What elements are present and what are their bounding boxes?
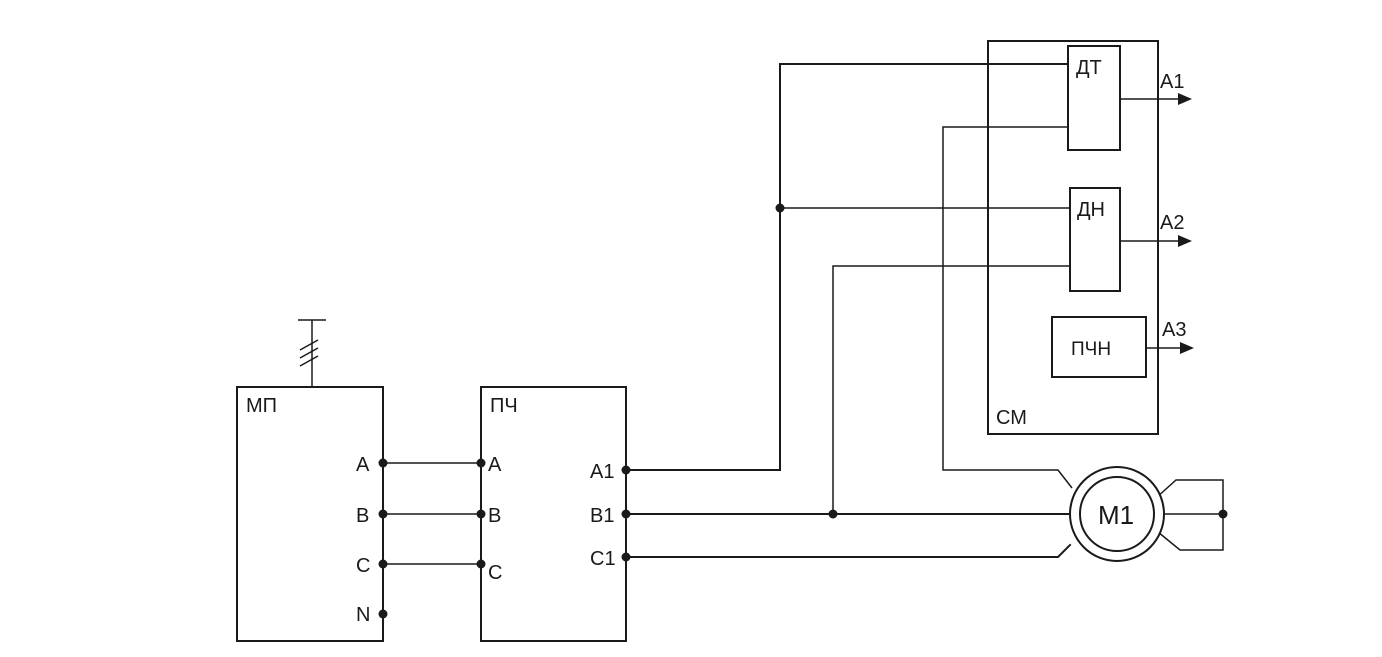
dot-b1-branch — [828, 509, 838, 519]
dot-pch-c1 — [621, 552, 631, 562]
dot-a1-branch — [775, 203, 785, 213]
dot-pch-b1 — [621, 509, 631, 519]
dn-block — [1069, 187, 1121, 292]
mp-terminal-a: A — [356, 454, 370, 476]
pch-output-a1: A1 — [590, 461, 614, 483]
sm-frame — [987, 40, 1159, 435]
motor-outer-circle — [1069, 466, 1165, 562]
motor-inner-circle — [1079, 476, 1155, 552]
dot-mp-b — [378, 509, 388, 519]
wire-c1-to-motor — [625, 543, 1072, 558]
pch-input-b: B — [488, 505, 501, 527]
dt-label: ДТ — [1076, 57, 1102, 79]
pch-output-b1: B1 — [590, 505, 614, 527]
output-arrows — [1178, 93, 1194, 354]
output-a3-label: A3 — [1162, 319, 1186, 341]
dot-pch-c — [476, 559, 486, 569]
mp-label: МП — [246, 395, 277, 417]
pch-block — [480, 386, 627, 642]
sm-label: СМ — [996, 407, 1027, 429]
wire-motor-star-top — [1155, 479, 1224, 551]
output-a1-label: A1 — [1160, 71, 1184, 93]
mp-terminal-n: N — [356, 604, 370, 626]
wire-b1-to-dn — [832, 265, 1070, 514]
pchn-block — [1051, 316, 1147, 378]
arrow-a1 — [1178, 93, 1192, 105]
dot-motor-star — [1218, 509, 1228, 519]
mp-terminal-c: C — [356, 555, 370, 577]
dot-pch-a1 — [621, 465, 631, 475]
motor-label: М1 — [1098, 500, 1134, 530]
arrow-a2 — [1178, 235, 1192, 247]
pch-label: ПЧ — [490, 395, 518, 417]
dot-mp-a — [378, 458, 388, 468]
three-phase-mark — [299, 339, 319, 367]
output-a2-label: A2 — [1160, 212, 1184, 234]
dt-block — [1067, 45, 1121, 151]
dot-pch-b — [476, 509, 486, 519]
junction-dots — [378, 203, 1228, 619]
pch-output-c1: C1 — [590, 548, 616, 570]
wire-dt-sense — [942, 126, 1073, 489]
mp-terminal-b: B — [356, 505, 369, 527]
dn-label: ДН — [1077, 199, 1105, 221]
pchn-label: ПЧН — [1071, 339, 1111, 360]
wire-a1-up — [625, 63, 1069, 471]
pch-input-a: A — [488, 454, 502, 476]
dot-mp-c — [378, 559, 388, 569]
pch-input-c: C — [488, 562, 502, 584]
dot-mp-n — [378, 609, 388, 619]
arrow-a3 — [1180, 342, 1194, 354]
dot-pch-a — [476, 458, 486, 468]
mp-block — [236, 386, 384, 642]
